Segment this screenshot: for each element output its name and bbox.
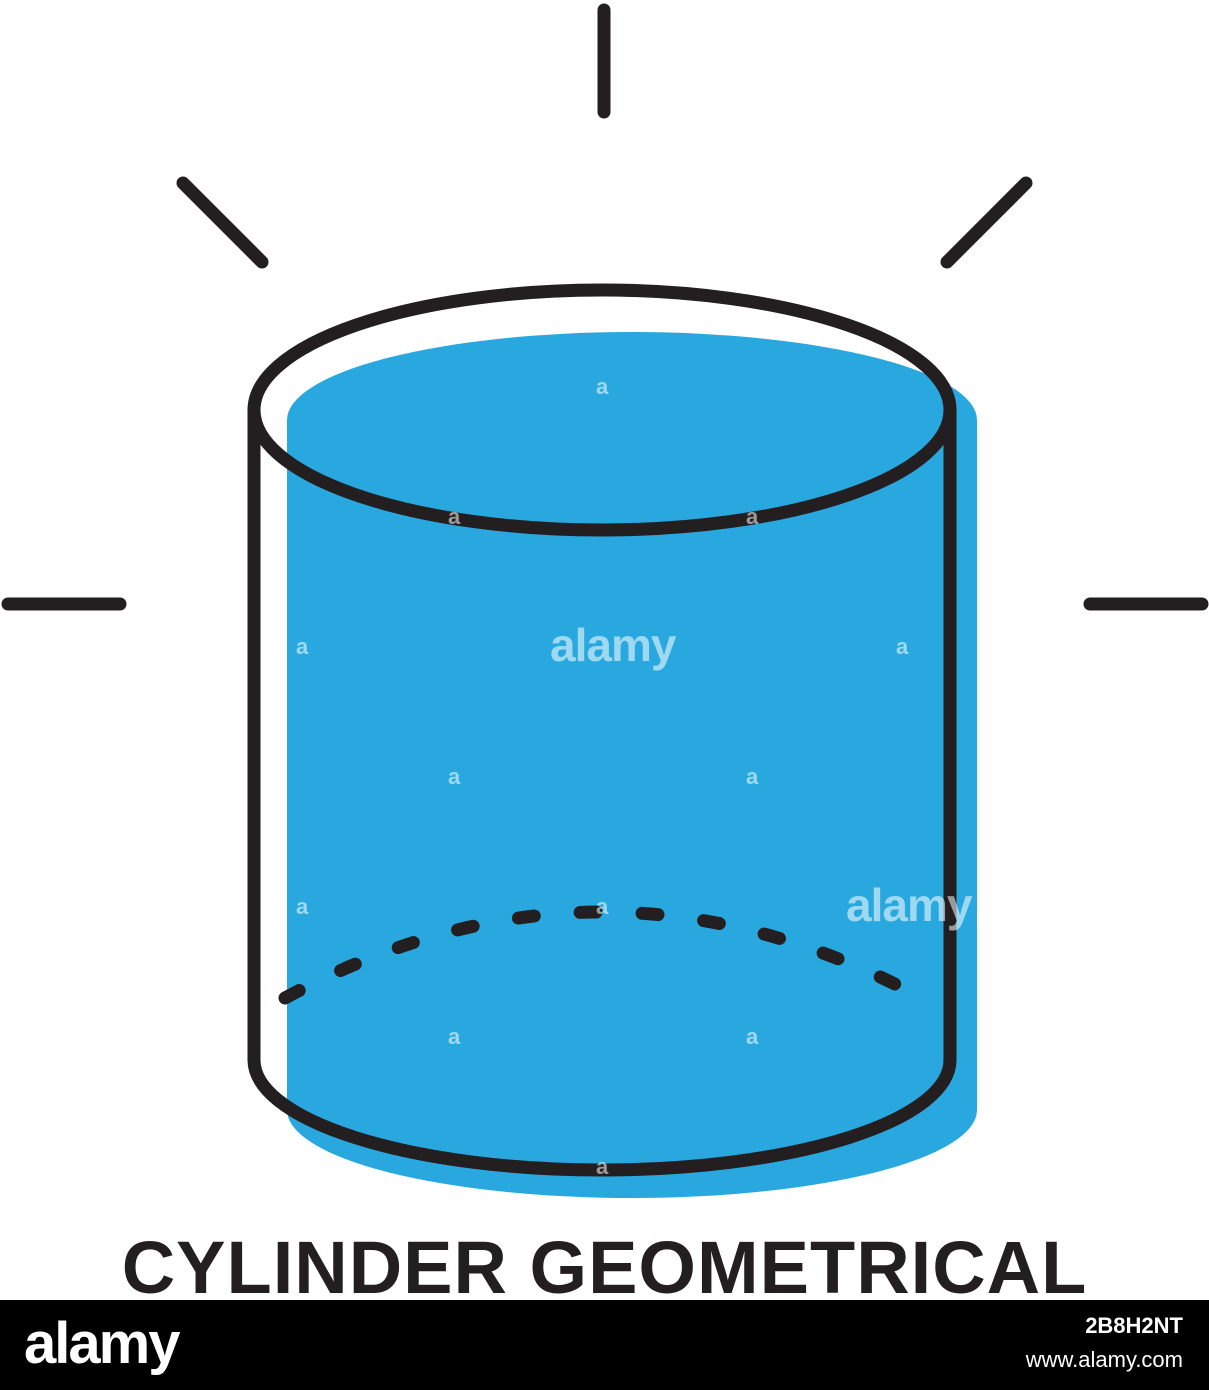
- footer-image-id: 2B8H2NT: [1085, 1313, 1183, 1338]
- footer-logo: alamy: [24, 1311, 180, 1376]
- watermark-mark: a: [596, 1154, 609, 1179]
- watermark-mark: a: [746, 764, 759, 789]
- watermark-mark: a: [448, 504, 461, 529]
- watermark-mark: a: [448, 1024, 461, 1049]
- cylinder-icon: [1, 3, 1209, 1198]
- ray-top-right: [940, 176, 1033, 269]
- cylinder-hidden-edge: [278, 905, 929, 1005]
- watermark-mark: a: [596, 894, 609, 919]
- watermark-brand: alamy: [550, 619, 676, 671]
- watermark-mark: a: [896, 634, 909, 659]
- watermark-brand: alamy: [846, 879, 972, 931]
- watermark-mark: a: [746, 504, 759, 529]
- watermark-mark: a: [296, 634, 309, 659]
- watermark-mark: a: [596, 374, 609, 399]
- cylinder-bottom-outline: [247, 1053, 957, 1177]
- watermark-mark: a: [296, 894, 309, 919]
- caption-title: CYLINDER GEOMETRICAL: [121, 1226, 1088, 1309]
- watermark-mark: a: [448, 764, 461, 789]
- ray-top-left: [176, 176, 269, 269]
- footer-url: www.alamy.com: [1025, 1347, 1183, 1372]
- cylinder-fill: [287, 332, 977, 1198]
- footer-bar: alamy 2B8H2NT www.alamy.com: [0, 1300, 1209, 1390]
- watermark-mark: a: [746, 1024, 759, 1049]
